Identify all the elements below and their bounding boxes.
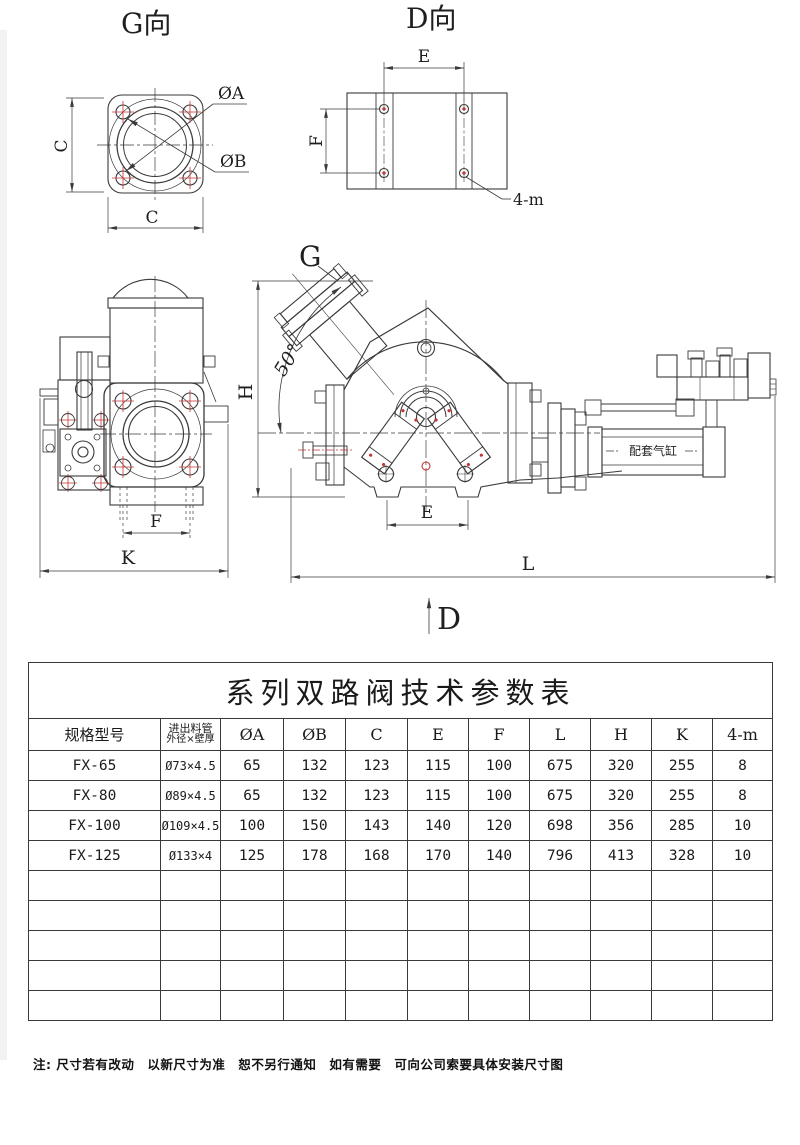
g-view-leaders <box>125 103 249 173</box>
d-view-dim-e-label: E <box>418 47 430 67</box>
side-angle-label: 50° <box>270 340 307 380</box>
col-header-4m: 4-m <box>711 718 774 751</box>
footnote: 注: 尺寸若有改动 以新尺寸为准 恕不另行通知 如有需要 可向公司索要具体安装尺… <box>33 1057 564 1072</box>
technical-drawing-canvas: G向 <box>39 2 777 637</box>
col-header-e: E <box>407 718 469 751</box>
side-dim-e-label: E <box>421 503 433 523</box>
col-header-h: H <box>590 718 652 751</box>
side-right-pad <box>426 401 492 475</box>
col-header-c: C <box>345 718 408 751</box>
g-view-dia-a-label: ØA <box>218 84 245 104</box>
front-dim-f <box>122 505 191 540</box>
d-view-holes <box>378 103 470 179</box>
empty-row <box>28 990 774 1021</box>
d-view-holes-label: 4-m <box>513 190 544 209</box>
side-dim-h <box>252 280 373 498</box>
d-view-dim-f-label: F <box>307 135 327 147</box>
empty-row <box>28 960 774 991</box>
empty-row <box>28 870 774 901</box>
g-view-dim-c-bottom <box>107 197 204 233</box>
d-view-dim-f <box>320 108 379 174</box>
g-view-dim-c-left <box>66 97 104 193</box>
g-view-dim-c-left-label: C <box>52 139 72 152</box>
side-label-g: G <box>299 240 321 273</box>
col-header-k: K <box>651 718 713 751</box>
side-cylinder-assembly: 配套气缸 <box>531 347 777 494</box>
view-front: F K <box>39 276 229 578</box>
view-d-direction: D向 <box>307 2 544 209</box>
side-left-pad <box>360 401 426 475</box>
table-row: FX-100 Ø109×4.5 100 150 143 140 120 698 … <box>28 810 774 841</box>
view-side: G 50° H <box>235 240 777 637</box>
table-row: FX-125 Ø133×4 125 178 168 170 140 796 41… <box>28 840 774 871</box>
d-view-holes-leader <box>465 176 511 200</box>
spec-table-title: 系列双路阀技术参数表 <box>27 662 774 719</box>
view-g-direction: G向 <box>52 7 249 233</box>
front-dim-k <box>39 398 229 578</box>
side-dim-l-label: L <box>522 553 535 575</box>
table-row: FX-80 Ø89×4.5 65 132 123 115 100 675 320… <box>28 780 774 811</box>
front-flange-bolt-holes <box>112 390 201 478</box>
side-inclined-flange <box>273 262 395 395</box>
g-view-dia-b-label: ØB <box>220 152 246 172</box>
front-dim-f-label: F <box>150 512 162 532</box>
empty-row <box>28 900 774 931</box>
col-header-model: 规格型号 <box>64 726 125 744</box>
view-g-title: G向 <box>121 7 171 40</box>
empty-row <box>28 930 774 961</box>
side-cylinder-label: 配套气缸 <box>629 443 677 458</box>
side-dim-h-label: H <box>235 384 257 401</box>
col-header-l: L <box>529 718 591 751</box>
g-view-dim-c-bottom-label: C <box>145 208 158 228</box>
d-view-dim-e <box>383 62 465 101</box>
front-left-actuator <box>39 336 111 492</box>
side-dim-l <box>290 396 776 583</box>
side-label-d: D <box>437 602 461 637</box>
side-dim-e <box>386 500 469 530</box>
view-d-title: D向 <box>406 2 456 35</box>
g-view-bolt-holes <box>112 101 201 189</box>
col-header-dia-a: ØA <box>220 718 284 751</box>
table-row: FX-65 Ø73×4.5 65 132 123 115 100 675 320… <box>28 750 774 781</box>
spec-table: 系列双路阀技术参数表 规格型号 进出料管 外径×壁厚 ØA ØB C E F L… <box>27 662 774 1021</box>
col-header-f: F <box>468 718 530 751</box>
scan-edge-artifact <box>0 30 7 1060</box>
spec-table-header-row: 规格型号 进出料管 外径×壁厚 ØA ØB C E F L H K 4-m <box>28 718 774 751</box>
front-dim-k-label: K <box>121 547 136 569</box>
col-header-pipe: 进出料管 外径×壁厚 <box>166 722 215 746</box>
col-header-dia-b: ØB <box>283 718 346 751</box>
